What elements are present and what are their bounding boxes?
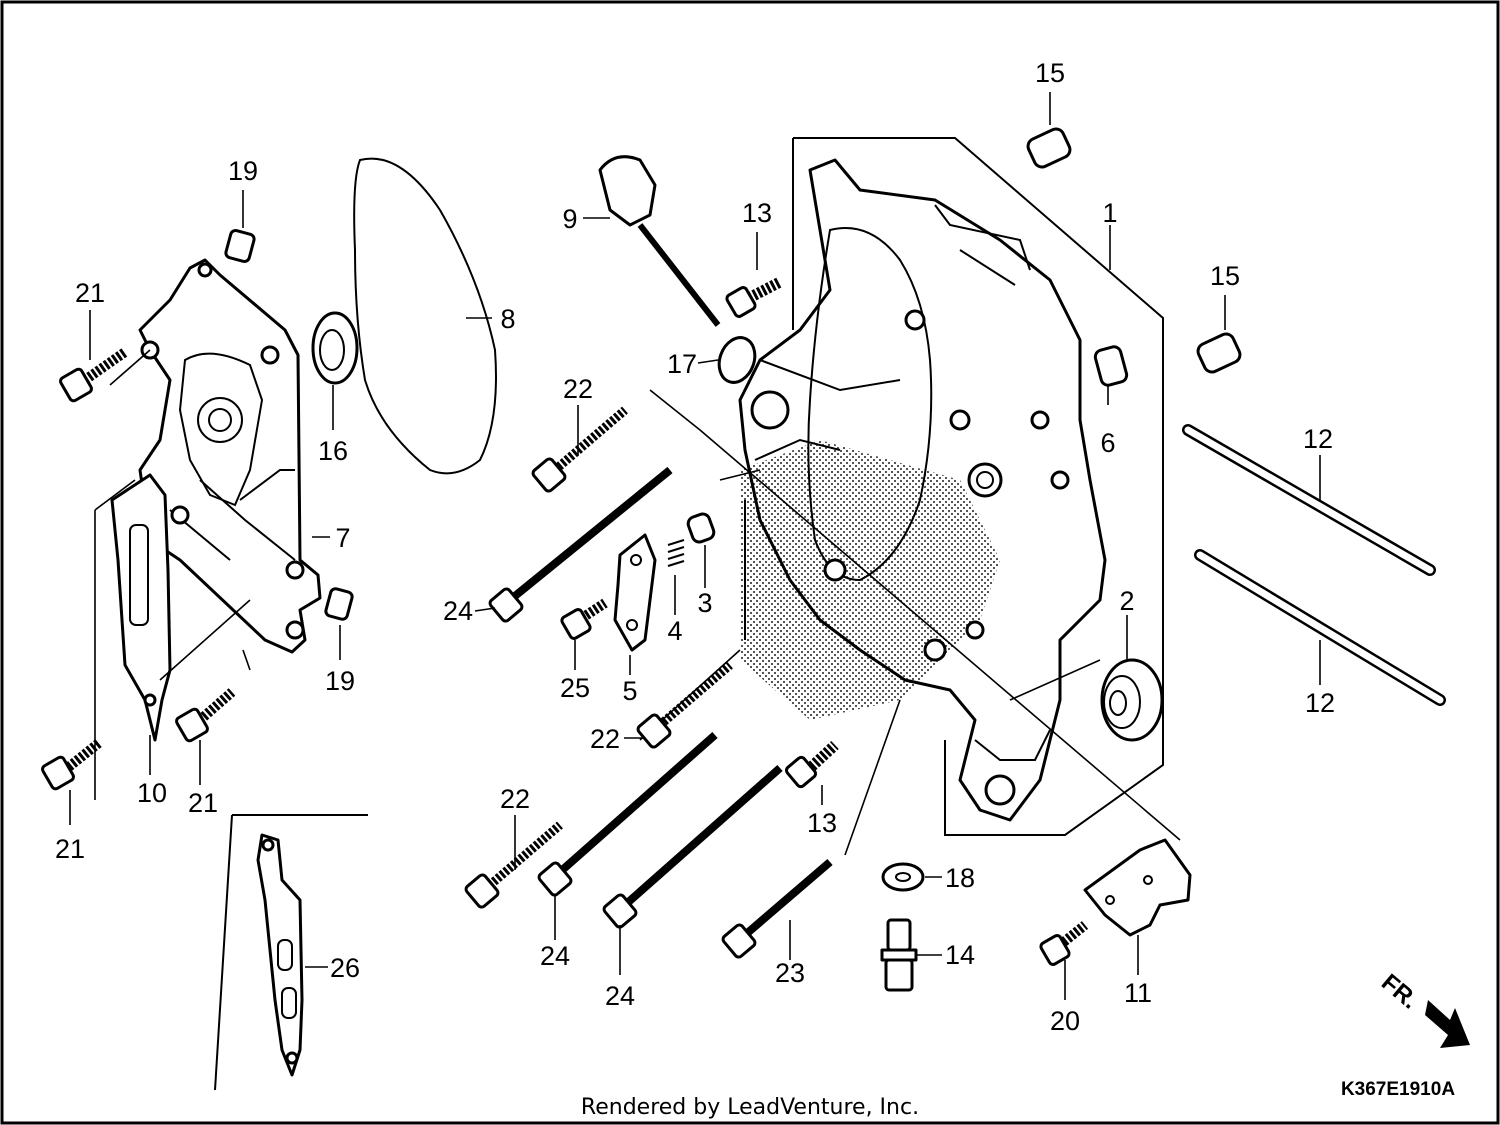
callout-leaders [69, 92, 1321, 1000]
bolt-20 [1039, 921, 1089, 966]
callout-5: 5 [622, 676, 637, 706]
callout-15-right: 15 [1210, 261, 1240, 291]
callout-19-top: 19 [228, 156, 258, 186]
bracket-11 [1083, 838, 1192, 937]
bolt-22-bottom [464, 821, 563, 909]
callout-25: 25 [560, 673, 590, 703]
callout-12-upper: 12 [1303, 424, 1333, 454]
dowel-pin-6 [1093, 345, 1129, 387]
callout-24-bottom-left: 24 [540, 941, 570, 971]
callout-1: 1 [1102, 198, 1117, 228]
callout-13-top: 13 [742, 198, 772, 228]
front-direction-arrow-icon: FR. [1376, 969, 1470, 1048]
callout-14: 14 [945, 940, 975, 970]
callout-18: 18 [945, 863, 975, 893]
callout-19-bottom: 19 [325, 666, 355, 696]
callout-8: 8 [500, 304, 515, 334]
callout-13-bottom: 13 [807, 808, 837, 838]
plate-5 [613, 533, 657, 652]
callout-4: 4 [667, 616, 682, 646]
crankcase-half-1 [738, 158, 1107, 822]
footer-credit: Rendered by LeadVenture, Inc. [581, 1095, 919, 1120]
stud-bolt-12-lower [1194, 549, 1446, 706]
dipstick-9 [598, 155, 721, 327]
bolt-13-bottom [784, 740, 839, 789]
callout-2: 2 [1119, 586, 1134, 616]
callout-3: 3 [697, 588, 712, 618]
bolt-23 [721, 858, 833, 959]
callout-22-mid: 22 [590, 724, 620, 754]
callout-22-bottom: 22 [500, 784, 530, 814]
bolt-13-top [725, 277, 783, 318]
bolt-21-lower-mid [175, 688, 236, 743]
bearing-2 [1100, 658, 1164, 742]
cover-plate-10 [110, 473, 172, 742]
dowel-pin-19-top [224, 228, 256, 264]
callout-10: 10 [137, 778, 167, 808]
callout-11: 11 [1124, 978, 1152, 1008]
callout-6: 6 [1100, 428, 1115, 458]
bolt-22-top [531, 406, 628, 493]
callout-23: 23 [775, 958, 805, 988]
washer-18 [881, 862, 925, 892]
direction-label: FR. [1376, 969, 1423, 1015]
callout-15-top: 15 [1035, 58, 1065, 88]
bolt-21-lower-left [41, 738, 104, 791]
callout-20: 20 [1050, 1006, 1080, 1036]
bracket-26 [214, 814, 368, 1091]
bolt-25 [560, 598, 608, 640]
callout-21-upper: 21 [75, 278, 105, 308]
gasket-8 [353, 157, 497, 475]
left-crankcase-cover [138, 258, 322, 654]
plunger-3 [686, 512, 716, 544]
callout-21-lower-mid: 21 [188, 788, 218, 818]
bolt-24-bottom-left [537, 732, 718, 897]
drawing-code: K367E1910A [1341, 1079, 1455, 1100]
callout-21-lower-left: 21 [55, 834, 85, 864]
callout-26: 26 [330, 953, 360, 983]
spring-4 [667, 539, 685, 567]
callout-17: 17 [667, 349, 697, 379]
callout-24-top: 24 [443, 596, 473, 626]
o-ring-17 [717, 336, 757, 384]
callout-9: 9 [562, 204, 577, 234]
drain-bolt-14 [880, 918, 918, 992]
callout-22-top: 22 [563, 374, 593, 404]
bolt-24-bottom-right [602, 765, 783, 929]
dowel-pin-15-right [1196, 332, 1242, 374]
callout-labels: 1 2 3 4 5 6 7 8 9 10 11 12 12 13 13 14 1… [55, 58, 1335, 1036]
bolt-22-mid [636, 661, 733, 749]
callout-7: 7 [335, 523, 350, 553]
dowel-pin-19-bottom [324, 587, 354, 621]
callout-24-bottom-right: 24 [605, 981, 635, 1011]
callout-16: 16 [318, 436, 348, 466]
oil-seal-16 [311, 311, 359, 385]
dowel-pin-15-top [1026, 127, 1072, 169]
stud-bolt-12-upper [1182, 424, 1436, 576]
bolt-21-upper [59, 347, 128, 403]
bolt-24-top [488, 466, 673, 623]
callout-12-lower: 12 [1305, 688, 1335, 718]
